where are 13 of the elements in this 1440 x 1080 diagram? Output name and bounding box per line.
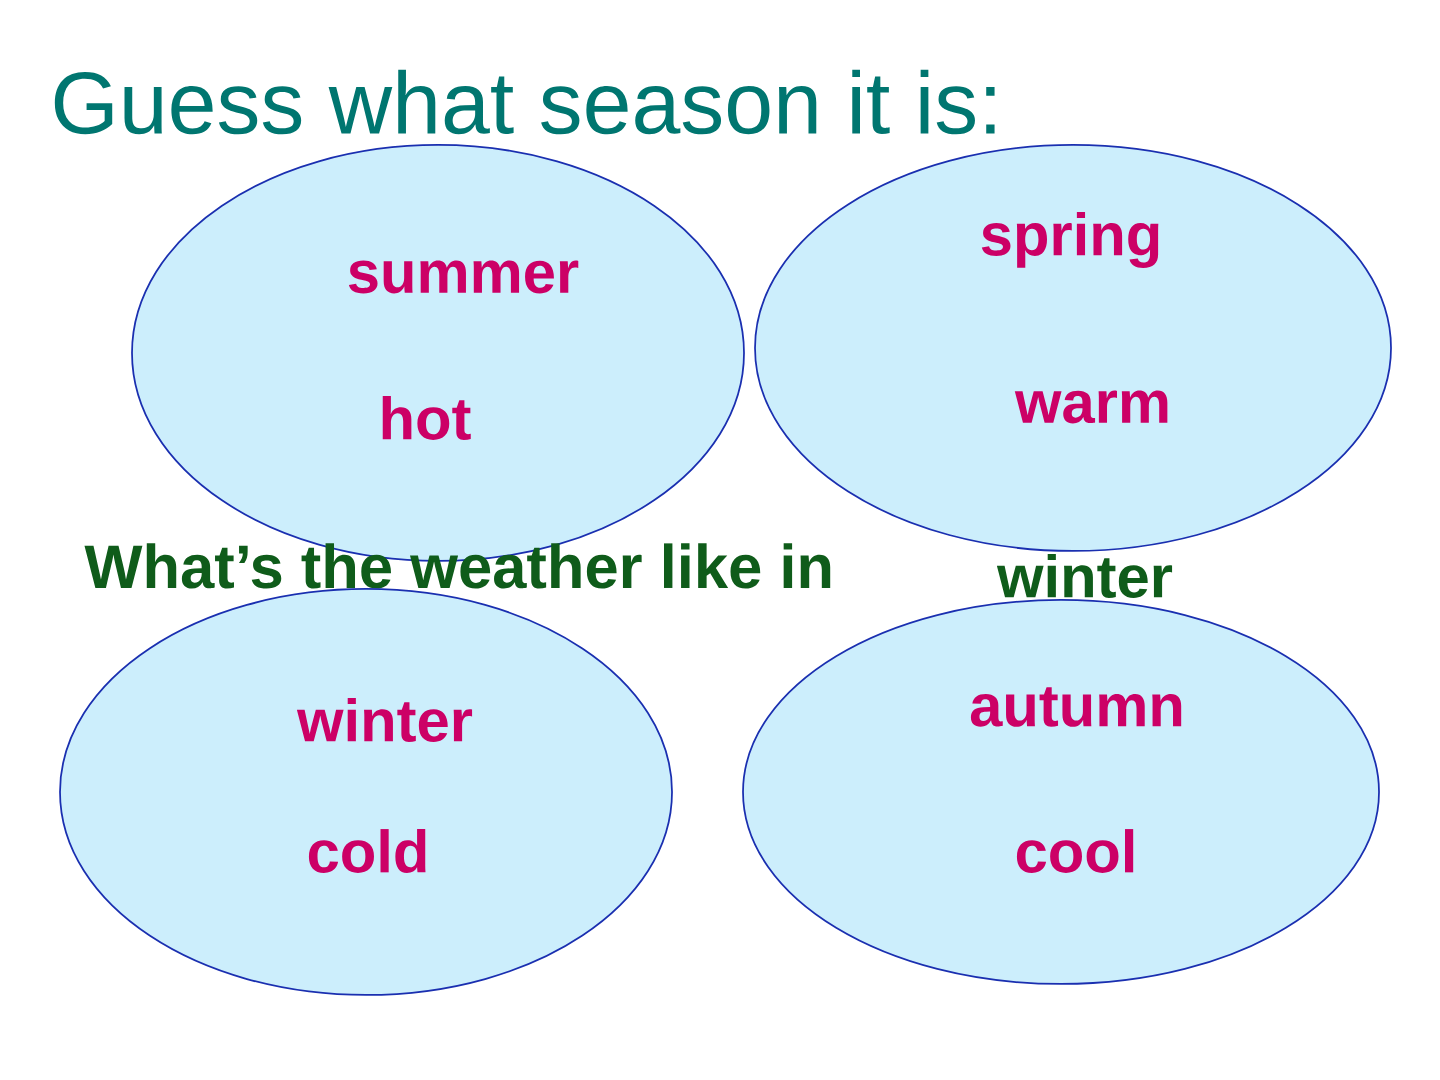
word: spring [981, 212, 1159, 268]
word: cold [308, 829, 426, 873]
ellipse [742, 599, 1380, 985]
word: hot [382, 396, 471, 440]
word: winter [296, 698, 473, 742]
word: warm [1014, 390, 1168, 424]
word: winter [996, 554, 1173, 598]
title: Guess what season it is: [54, 69, 995, 135]
word: autumn [970, 687, 1182, 727]
word: cool [1016, 829, 1134, 873]
question: What’s the weather like in [84, 543, 831, 589]
ellipse [59, 588, 673, 996]
word: summer [348, 260, 579, 294]
